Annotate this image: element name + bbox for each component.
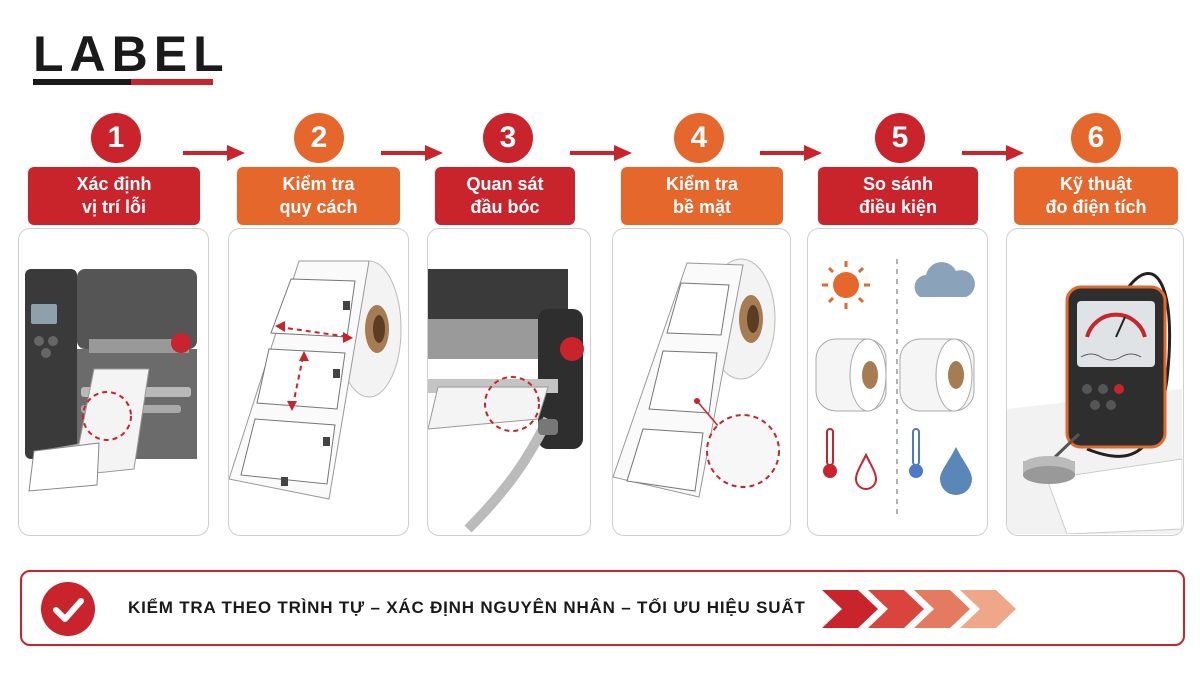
step-6-label: Kỹ thuật đo điện tích: [1014, 167, 1178, 225]
droplet-small-icon: [854, 452, 878, 490]
step-1-label: Xác định vị trí lỗi: [28, 167, 200, 225]
printer-illustration: [25, 269, 197, 492]
arrow-right-icon: [183, 145, 245, 161]
step-1-number: 1: [91, 113, 141, 163]
footer-banner: KIỂM TRA THEO TRÌNH TỰ – XÁC ĐỊNH NGUYÊN…: [20, 570, 1185, 646]
step-5-card-conditions: [807, 228, 988, 536]
logo-text: LABEL: [33, 26, 230, 82]
step-5-label: So sánh điều kiện: [818, 167, 978, 225]
peel-head-illustration: [428, 269, 584, 533]
step-3-number: 3: [483, 113, 533, 163]
footer-slogan: KIỂM TRA THEO TRÌNH TỰ – XÁC ĐỊNH NGUYÊN…: [128, 598, 806, 617]
arrow-right-icon: [570, 145, 632, 161]
label-roll-measure-illustration: [229, 260, 402, 500]
step-4-number: 4: [674, 113, 724, 163]
conditions-comparison-illustration: [815, 259, 975, 519]
step-2-label: Kiểm tra quy cách: [237, 167, 400, 225]
arrow-right-icon: [760, 145, 822, 161]
cloud-icon: [914, 262, 975, 297]
droplet-large-icon: [940, 447, 972, 495]
step-6-card-meter: [1006, 228, 1184, 536]
arrow-right-icon: [381, 145, 443, 161]
thermometer-hot-icon: [823, 428, 837, 478]
step-2-card-label-roll: [228, 228, 409, 536]
sun-icon: [822, 261, 870, 309]
logo-underline-dark: [33, 79, 131, 85]
arrow-right-icon: [962, 145, 1024, 161]
step-4-card-surface: [612, 228, 791, 536]
logo-underline-red: [131, 79, 213, 85]
surface-inspection-illustration: [613, 258, 780, 498]
step-1-card-printer: [18, 228, 209, 536]
thermometer-cold-icon: [909, 428, 923, 478]
step-3-label: Quan sát đầu bóc: [435, 167, 575, 225]
step-5-number: 5: [875, 113, 925, 163]
step-2-number: 2: [294, 113, 344, 163]
step-4-label: Kiểm tra bề mặt: [621, 167, 783, 225]
checkmark-icon: [41, 582, 95, 636]
static-meter-illustration: [1007, 272, 1182, 534]
chevron-arrows-icon: [822, 590, 1016, 628]
step-3-card-peel-head: [427, 228, 591, 536]
step-6-number: 6: [1071, 113, 1121, 163]
brand-logo: LABEL: [33, 26, 224, 86]
